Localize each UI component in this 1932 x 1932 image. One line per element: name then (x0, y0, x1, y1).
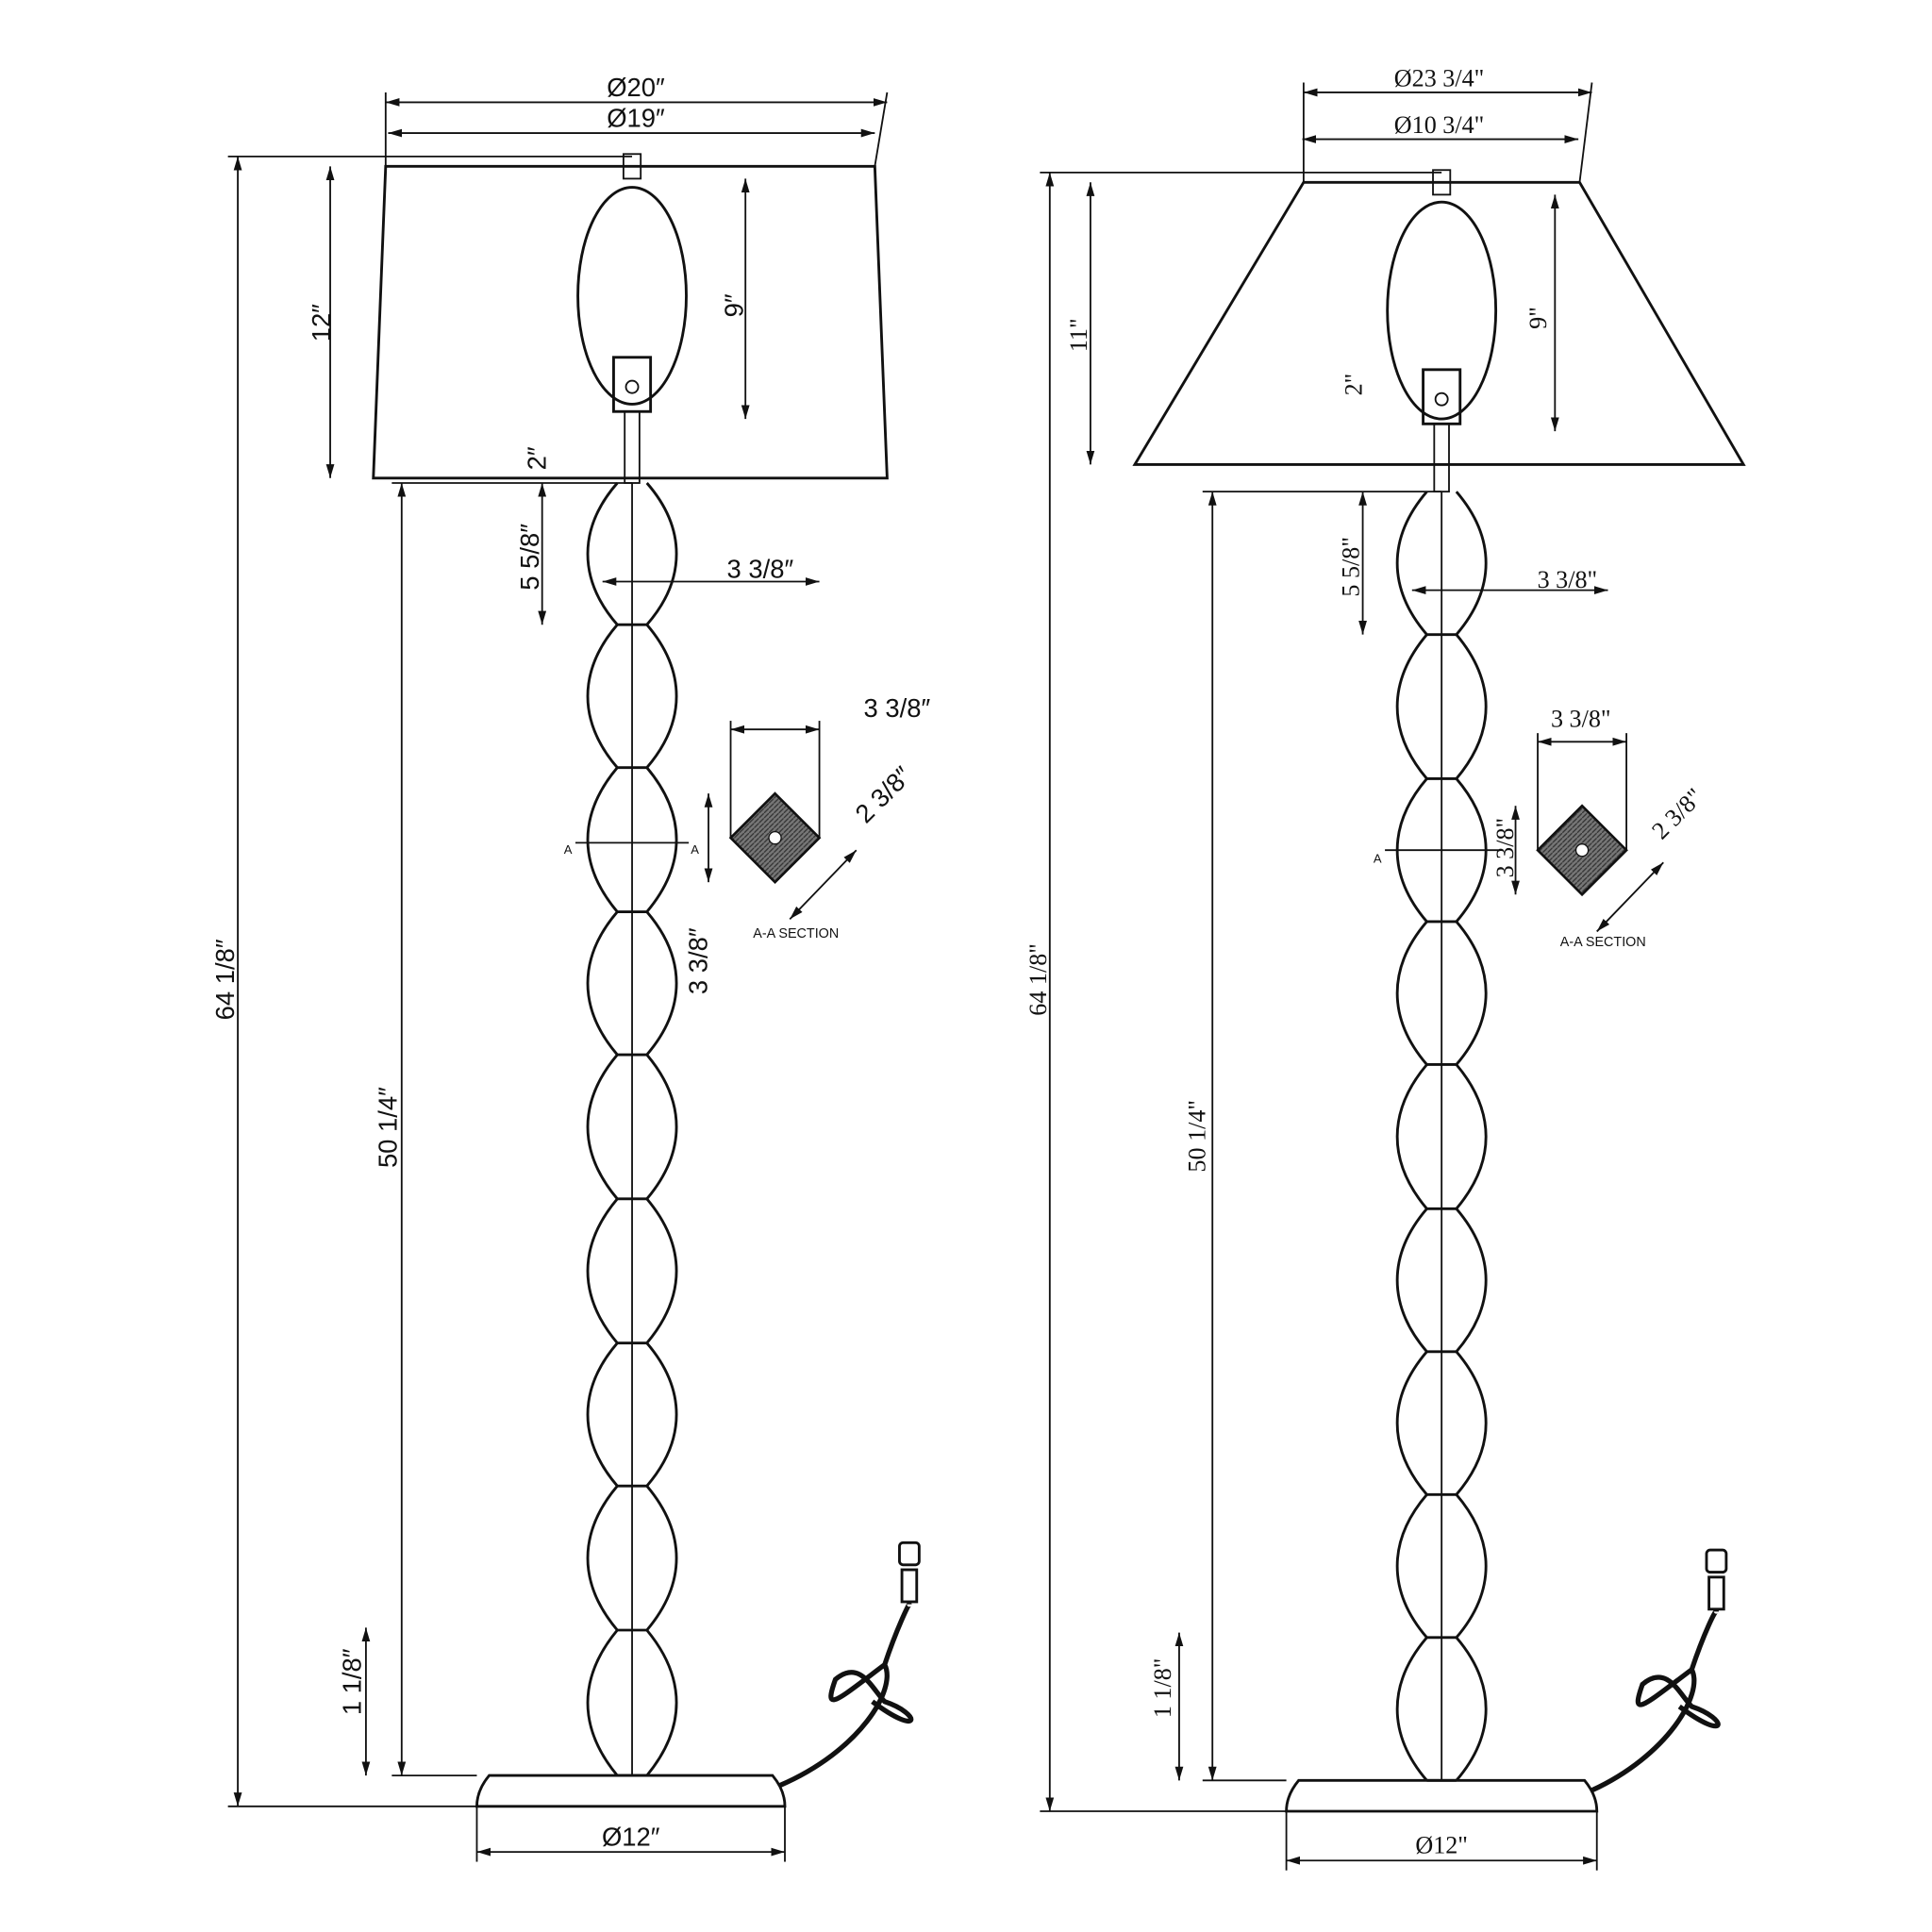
dim-top-bead-height: 5 5/8″ (515, 524, 544, 591)
dim-overall-height: 64 1/8" (1024, 943, 1052, 1016)
section-diagonal: 2 3/8" (1646, 783, 1707, 844)
harp-finial (1432, 169, 1452, 196)
dim-base-height: 1 1/8" (1149, 1658, 1176, 1719)
plug-icon (898, 1541, 921, 1567)
dim-base-dia: Ø12" (1415, 1831, 1468, 1858)
lamp-shade (1132, 180, 1746, 466)
dim-line-section-diag (789, 849, 858, 921)
plug-body (1707, 1575, 1725, 1611)
plug-body (900, 1568, 919, 1604)
section-height: 3 3/8″ (684, 927, 713, 994)
dim-shade-bottom-dia: Ø19″ (607, 104, 665, 133)
extension-line (1578, 82, 1593, 183)
dim-top-bead-height: 5 5/8" (1338, 537, 1365, 597)
section-title: A-A SECTION (753, 926, 839, 941)
dim-shade-top-dia: Ø20″ (607, 73, 665, 102)
section-hole (768, 830, 782, 845)
power-cord (778, 1601, 914, 1788)
dim-harp-height: 9" (1524, 307, 1552, 329)
lamp-neck (624, 410, 641, 484)
section-height: 3 3/8" (1491, 818, 1519, 878)
dim-base-to-shade: 50 1/4" (1183, 1100, 1210, 1173)
dim-base-to-shade: 50 1/4″ (374, 1087, 403, 1168)
socket-switch (625, 379, 640, 394)
dim-line-section-diag (1596, 861, 1664, 933)
dim-shade-height: 12″ (307, 304, 336, 341)
dim-shade-top-dia: Ø10 3/4" (1394, 111, 1485, 139)
section-marker-a: A (564, 842, 573, 857)
right-labels: Ø23 3/4" Ø10 3/4" 64 1/8" 11" 9" 2" 50 1… (1024, 64, 1708, 1858)
socket-switch (1434, 391, 1449, 407)
left-labels: Ø20″ Ø19″ 64 1/8″ 12″ 9″ 2″ 50 1/4″ 5 5/… (210, 73, 930, 1852)
section-hole (1574, 843, 1590, 858)
lamp-neck (1433, 423, 1450, 493)
power-cord (1591, 1608, 1721, 1793)
lamp-harp (576, 186, 688, 406)
plug-icon (1705, 1548, 1728, 1574)
section-diagonal: 2 3/8″ (849, 760, 917, 828)
lamp-base (475, 1774, 787, 1808)
dim-shade-bottom-dia: Ø23 3/4" (1394, 64, 1485, 92)
section-marker-a: A (691, 842, 699, 857)
right-lamp-drawing (1040, 82, 1746, 1871)
dim-base-height: 1 1/8″ (338, 1648, 367, 1715)
section-width: 3 3/8″ (864, 693, 931, 723)
extension-line (874, 92, 889, 167)
dim-socket-offset: 2″ (523, 446, 552, 470)
lamp-harp (1386, 200, 1498, 421)
lamp-shade (372, 164, 889, 480)
section-marker-a: A (1374, 851, 1382, 865)
dim-overall-height: 64 1/8″ (210, 939, 240, 1020)
dim-shade-height: 11" (1065, 318, 1092, 352)
dim-base-dia: Ø12″ (602, 1823, 660, 1852)
harp-finial (622, 153, 642, 180)
section-title: A-A SECTION (1560, 935, 1646, 950)
section-width: 3 3/8" (1551, 706, 1611, 733)
lamp-base (1285, 1778, 1599, 1813)
dim-harp-height: 9″ (720, 293, 749, 317)
dim-bead-width: 3 3/8″ (727, 555, 794, 584)
dim-socket-offset: 2" (1340, 374, 1367, 396)
left-lamp-drawing (227, 92, 921, 1862)
dim-bead-width: 3 3/8" (1538, 566, 1598, 593)
